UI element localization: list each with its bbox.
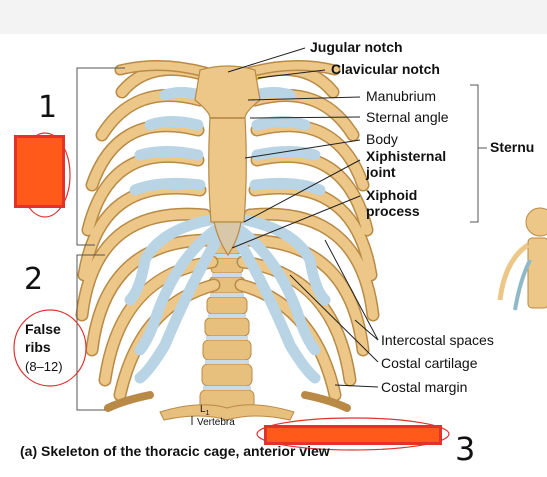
circle-annotation-false-ribs bbox=[13, 309, 87, 387]
costal-cartilages bbox=[124, 87, 331, 384]
xiphoid-process bbox=[213, 221, 242, 257]
label-false-ribs-range: (8–12) bbox=[25, 359, 63, 374]
redaction-box-left bbox=[14, 135, 65, 208]
circle-annotation-3 bbox=[256, 417, 450, 451]
sternum-bracket bbox=[470, 84, 479, 223]
label-manubrium: Manubrium bbox=[366, 88, 437, 104]
rib-brackets bbox=[76, 67, 125, 411]
intervertebral-discs bbox=[203, 254, 251, 390]
vertebra-letter: L bbox=[200, 404, 206, 415]
floating-ribs bbox=[104, 391, 351, 412]
label-sternum: Sternu bbox=[490, 139, 535, 155]
label-body: Body bbox=[366, 131, 398, 147]
label-costal-cartilage: Costal cartilage bbox=[381, 355, 478, 371]
label-xiphoid-process-line2: process bbox=[366, 203, 420, 219]
label-false-ribs-line1: False bbox=[25, 321, 61, 337]
redaction-box-caption bbox=[264, 425, 442, 445]
vertebra-subscript: 1 bbox=[205, 410, 210, 417]
label-sternal-angle: Sternal angle bbox=[366, 109, 449, 125]
label-clavicular-notch: Clavicular notch bbox=[331, 61, 440, 77]
label-intercostal-spaces: Intercostal spaces bbox=[381, 332, 494, 348]
lumbar-transverse-process bbox=[159, 404, 295, 421]
label-false-ribs-line2: ribs bbox=[25, 339, 51, 355]
top-border-strip bbox=[0, 0, 547, 34]
label-xiphisternal-joint-line2: joint bbox=[366, 164, 396, 180]
label-xiphisternal-joint-line1: Xiphisternal bbox=[366, 148, 447, 164]
label-vertebra: Vertebra bbox=[197, 417, 235, 428]
label-xiphoid-process-line1: Xiphoid bbox=[366, 187, 418, 203]
handwritten-mark-3: 3 bbox=[455, 430, 476, 468]
sternum-manubrium bbox=[194, 65, 261, 119]
label-costal-margin: Costal margin bbox=[381, 379, 468, 395]
leader-lines bbox=[191, 47, 379, 425]
label-vertebra-l: L1 bbox=[200, 404, 210, 417]
handwritten-mark-1: 1 bbox=[38, 90, 58, 125]
side-skeleton-thumbnail bbox=[497, 207, 547, 311]
sternum-body bbox=[208, 117, 247, 223]
handwritten-mark-2: 2 bbox=[24, 262, 44, 297]
label-jugular-notch: Jugular notch bbox=[310, 39, 403, 55]
figure-caption: (a) Skeleton of the thoracic cage, anter… bbox=[20, 443, 330, 459]
